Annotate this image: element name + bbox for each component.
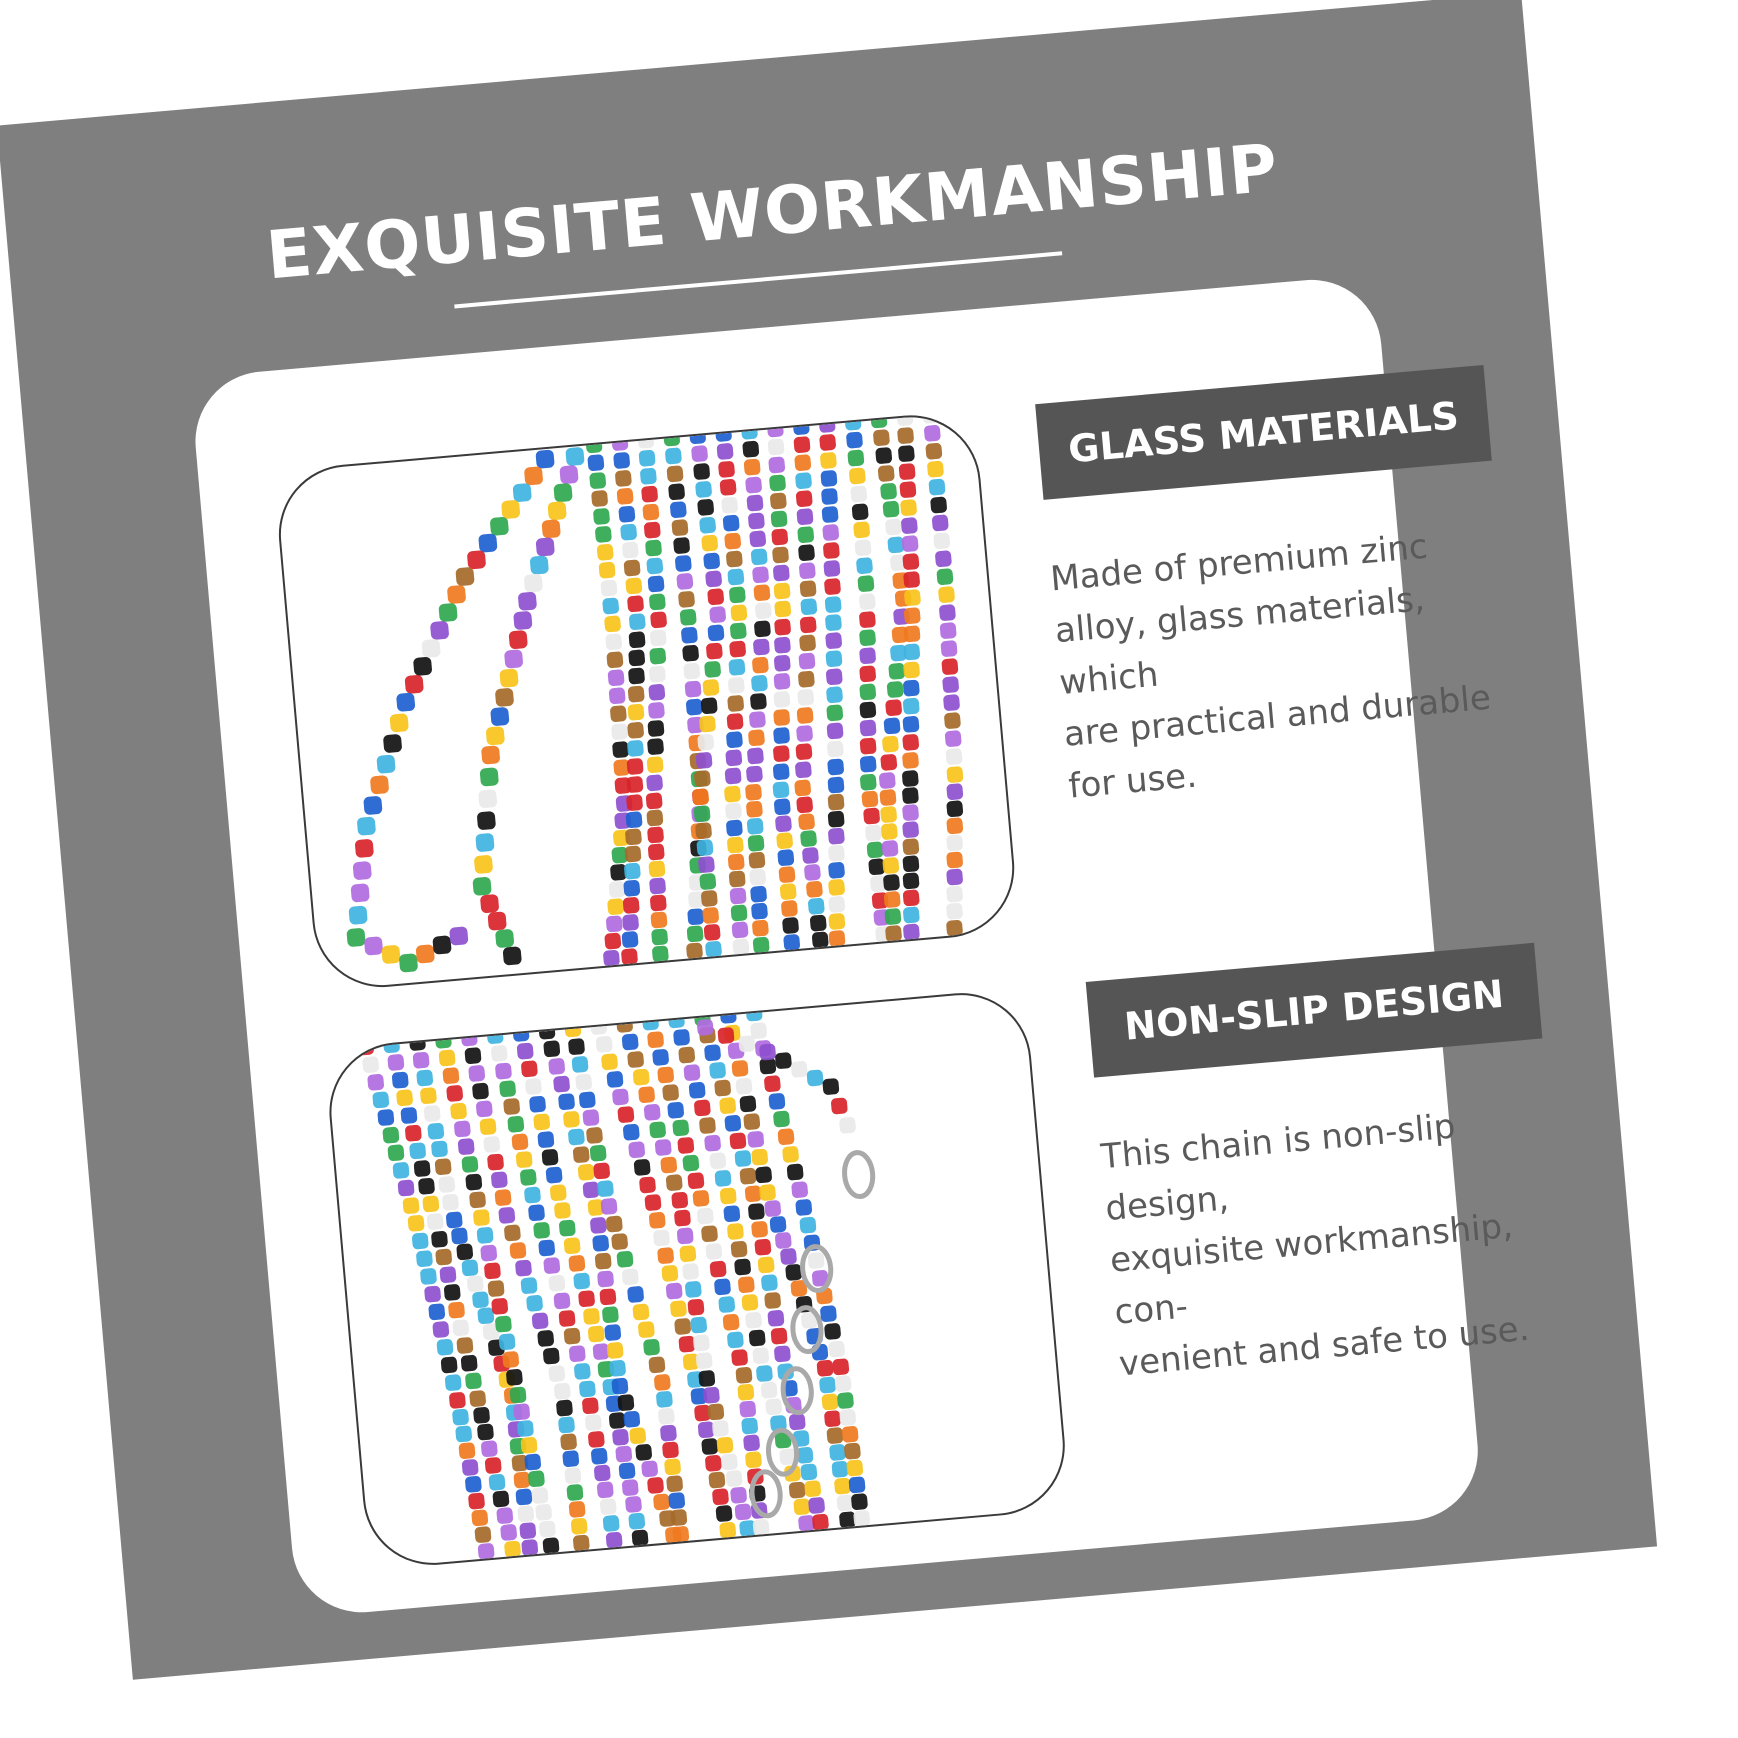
bead-strand: [818, 416, 846, 947]
clasp-icon: [800, 1244, 834, 1293]
bead-strands-image: [346, 411, 964, 973]
bead-strand: [472, 447, 585, 966]
bead-strand: [715, 425, 750, 956]
clasp-icon: [842, 1150, 876, 1199]
bead-strand: [767, 420, 801, 951]
promo-panel: EXQUISITE WORKMANSHIP GLASS MATERIALS Ma…: [0, 0, 1658, 1680]
bead-strand: [922, 411, 964, 937]
feature-description-non-slip-design: This chain is non-slip design, exquisite…: [1099, 1106, 1531, 1385]
bead-strands-clasps-image: [357, 1004, 876, 1560]
bead-strand: [357, 1038, 495, 1560]
bead-strand: [460, 1029, 590, 1552]
bead-necklace-photo-bottom: [323, 987, 1071, 1571]
bead-strand: [792, 418, 829, 949]
bead-strand: [668, 1011, 815, 1532]
bead-strand: [611, 434, 646, 965]
feature-title-non-slip-design: NON-SLIP DESIGN: [1085, 942, 1543, 1078]
bead-strand: [512, 1025, 649, 1547]
bead-strand: [642, 1013, 770, 1536]
bead-strand: [637, 432, 669, 963]
bead-strand: [696, 1019, 856, 1134]
bead-strand: [616, 1016, 756, 1537]
bead-strand: [745, 1004, 870, 1527]
bead-strand: [435, 1031, 560, 1555]
bead-necklace-photo-top: [273, 409, 1021, 993]
bead-strand: [590, 1018, 737, 1539]
bead-strand: [741, 422, 772, 954]
feature-title-glass-materials: GLASS MATERIALS: [1035, 364, 1492, 500]
clasp-icon: [790, 1305, 824, 1355]
bead-strand: [346, 449, 555, 973]
feature-description-glass-materials: Made of premium zinc alloy, glass materi…: [1048, 526, 1493, 807]
clasp-icon: [749, 1469, 783, 1519]
clasp-icon: [780, 1366, 814, 1416]
clasp-icon: [765, 1427, 800, 1477]
bead-strand: [486, 1027, 623, 1549]
bead-strand: [719, 1007, 856, 1529]
bead-strand: [870, 411, 912, 942]
bead-strand: [538, 1022, 682, 1544]
content-card: GLASS MATERIALS Made of premium zinc all…: [189, 274, 1543, 1619]
bead-strand: [896, 411, 921, 941]
